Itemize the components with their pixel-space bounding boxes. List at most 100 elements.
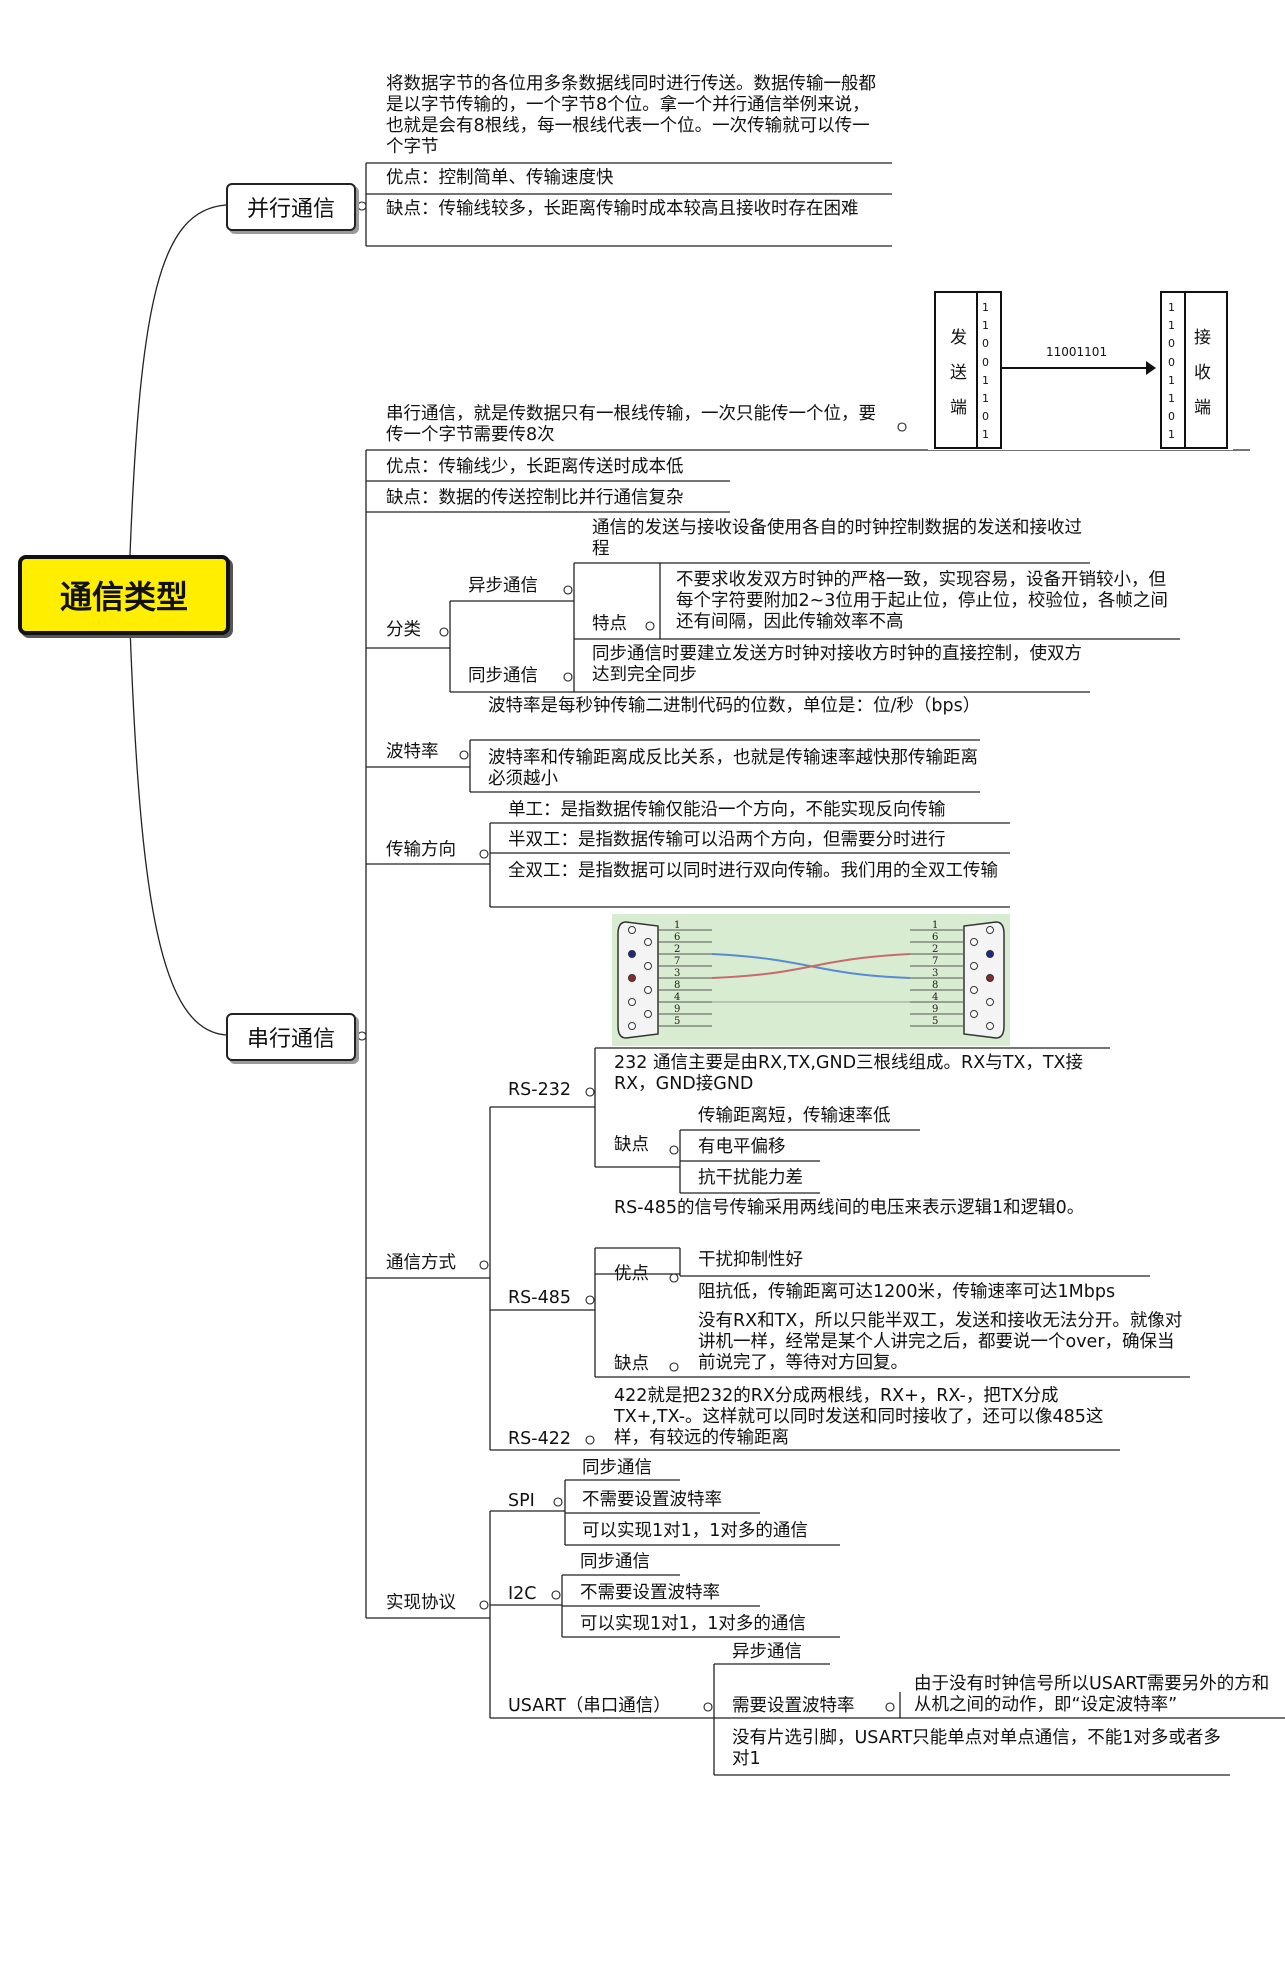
usart-item-3: 没有片选引脚，USART只能单点对单点通信，不能1对多或者多对1 bbox=[732, 1728, 1221, 1769]
direction-simplex: 单工：是指数据传输仅能沿一个方向，不能实现反向传输 bbox=[508, 800, 946, 820]
pin-dot-left bbox=[644, 962, 652, 970]
pin-dot-right bbox=[970, 1010, 978, 1018]
parallel-con: 缺点：传输线较多，长距离传输时成本较高且接收时存在困难 bbox=[386, 199, 859, 219]
serial-pro: 优点：传输线少，长距离传送时成本低 bbox=[386, 457, 684, 477]
serial-con: 缺点：数据的传送控制比并行通信复杂 bbox=[386, 488, 684, 508]
pin-dot-left bbox=[644, 938, 652, 946]
parallel-pro: 优点：控制简单、传输速度快 bbox=[386, 168, 614, 188]
i2c-label: I2C bbox=[508, 1584, 537, 1604]
spi-item-3: 可以实现1对1，1对多的通信 bbox=[582, 1521, 808, 1541]
modes-label: 通信方式 bbox=[386, 1253, 456, 1273]
rs485-con: 没有RX和TX，所以只能半双工，发送和接收无法分开。就像对讲机一样，经常是某个人… bbox=[698, 1311, 1183, 1373]
rs485-desc: RS-485的信号传输采用两线间的电压来表示逻辑1和逻辑0。 bbox=[614, 1198, 1085, 1218]
receiver-char: 接 bbox=[1194, 328, 1211, 348]
receiver-char: 收 bbox=[1194, 363, 1211, 383]
pin-label-right: 7 bbox=[932, 956, 938, 967]
i2c-item-3: 可以实现1对1，1对多的通信 bbox=[580, 1614, 806, 1634]
arrow-head-icon bbox=[1146, 361, 1156, 375]
usart-item-1: 异步通信 bbox=[732, 1642, 802, 1662]
pin-dot-right bbox=[970, 938, 978, 946]
pin-dot-left bbox=[644, 986, 652, 994]
pin-dot-right bbox=[986, 974, 994, 982]
rs485-pro-2: 阻抗低，传输距离可达1200米，传输速率可达1Mbps bbox=[698, 1282, 1116, 1302]
pin-label-left: 6 bbox=[674, 932, 680, 943]
sync-desc: 同步通信时要建立发送方时钟对接收方时钟的直接控制，使双方达到完全同步 bbox=[592, 644, 1082, 685]
pin-label-left: 2 bbox=[674, 944, 680, 955]
rs485-con-label: 缺点 bbox=[614, 1354, 649, 1374]
usart-baud-note: 由于没有时钟信号所以USART需要另外的方和从机之间的动作，即“设定波特率” bbox=[914, 1674, 1270, 1715]
pin-dot-left bbox=[628, 998, 636, 1006]
pin-dot-left bbox=[628, 1022, 636, 1030]
pin-dot-right bbox=[970, 962, 978, 970]
async-feature: 不要求收发双方时钟的严格一致，实现容易，设备开销较小，但每个字符要附加2~3位用… bbox=[676, 570, 1168, 632]
rs422-desc: 422就是把232的RX分成两根线，RX+，RX-，把TX分成TX+,TX-。这… bbox=[614, 1386, 1104, 1448]
pin-label-left: 9 bbox=[674, 1004, 680, 1015]
db9-left-shell bbox=[617, 921, 659, 1039]
pin-label-right: 1 bbox=[932, 920, 938, 931]
i2c-item-2: 不需要设置波特率 bbox=[580, 1583, 720, 1603]
pin-dot-right bbox=[970, 986, 978, 994]
pin-label-right: 4 bbox=[932, 992, 938, 1003]
protocols-label: 实现协议 bbox=[386, 1593, 456, 1613]
baud-desc-2: 波特率和传输距离成反比关系，也就是传输速率越快那传输距离必须越小 bbox=[488, 748, 978, 789]
usart-item-2: 需要设置波特率 bbox=[732, 1696, 855, 1716]
spi-item-2: 不需要设置波特率 bbox=[582, 1490, 722, 1510]
serial-desc: 串行通信，就是传数据只有一根线传输，一次只能传一个位，要传一个字节需要传8次 bbox=[386, 404, 876, 445]
pin-label-left: 7 bbox=[674, 956, 680, 967]
wire-rx-tx bbox=[711, 953, 911, 979]
parallel-desc: 将数据字节的各位用多条数据线同时进行传送。数据传输一般都是以字节传输的，一个字节… bbox=[386, 74, 876, 157]
pin-label-right: 8 bbox=[932, 980, 938, 991]
direction-half-duplex: 半双工：是指数据传输可以沿两个方向，但需要分时进行 bbox=[508, 830, 946, 850]
db9-right-shell bbox=[963, 921, 1005, 1039]
pin-label-left: 3 bbox=[674, 968, 680, 979]
receiver-char: 端 bbox=[1194, 398, 1211, 418]
rs232-con-2: 有电平偏移 bbox=[698, 1137, 786, 1157]
i2c-item-1: 同步通信 bbox=[580, 1552, 650, 1572]
parallel-node: 并行通信 bbox=[226, 183, 356, 231]
pin-label-right: 5 bbox=[932, 1016, 938, 1027]
direction-label: 传输方向 bbox=[386, 840, 456, 860]
pin-label-right: 6 bbox=[932, 932, 938, 943]
pin-label-left: 8 bbox=[674, 980, 680, 991]
rs232-label: RS-232 bbox=[508, 1080, 571, 1100]
root-node: 通信类型 bbox=[18, 555, 230, 635]
rs232-con-3: 抗干扰能力差 bbox=[698, 1168, 803, 1188]
classify-label: 分类 bbox=[386, 620, 421, 640]
rs232-con-label: 缺点 bbox=[614, 1135, 649, 1155]
pin-label-left: 1 bbox=[674, 920, 680, 931]
direction-full-duplex: 全双工：是指数据可以同时进行双向传输。我们用的全双工传输 bbox=[508, 861, 998, 881]
sender-char: 发 bbox=[950, 328, 967, 348]
feature-label: 特点 bbox=[592, 614, 627, 634]
baud-label: 波特率 bbox=[386, 742, 439, 762]
data-bits-label: 11001101 bbox=[1046, 345, 1108, 359]
pin-dot-left bbox=[628, 926, 636, 934]
rs232-con-1: 传输距离短，传输速率低 bbox=[698, 1106, 891, 1126]
pin-label-left: 4 bbox=[674, 992, 680, 1003]
rs485-label: RS-485 bbox=[508, 1288, 571, 1308]
pin-dot-right bbox=[986, 950, 994, 958]
sender-char: 送 bbox=[950, 363, 967, 383]
spi-item-1: 同步通信 bbox=[582, 1458, 652, 1478]
async-label: 异步通信 bbox=[468, 576, 538, 596]
serial-node: 串行通信 bbox=[226, 1013, 356, 1061]
sender-char: 端 bbox=[950, 398, 967, 418]
async-desc: 通信的发送与接收设备使用各自的时钟控制数据的发送和接收过程 bbox=[592, 518, 1082, 559]
pin-dot-right bbox=[986, 926, 994, 934]
pin-label-right: 3 bbox=[932, 968, 938, 979]
pin-dot-right bbox=[986, 998, 994, 1006]
pin-dot-left bbox=[628, 950, 636, 958]
data-arrow bbox=[1000, 367, 1150, 369]
rs422-label: RS-422 bbox=[508, 1429, 571, 1449]
pin-label-right: 9 bbox=[932, 1004, 938, 1015]
pin-dot-right bbox=[986, 1022, 994, 1030]
spi-label: SPI bbox=[508, 1491, 535, 1511]
usart-label: USART（串口通信） bbox=[508, 1696, 671, 1716]
baud-desc-1: 波特率是每秒钟传输二进制代码的位数，单位是：位/秒（bps） bbox=[488, 696, 981, 716]
